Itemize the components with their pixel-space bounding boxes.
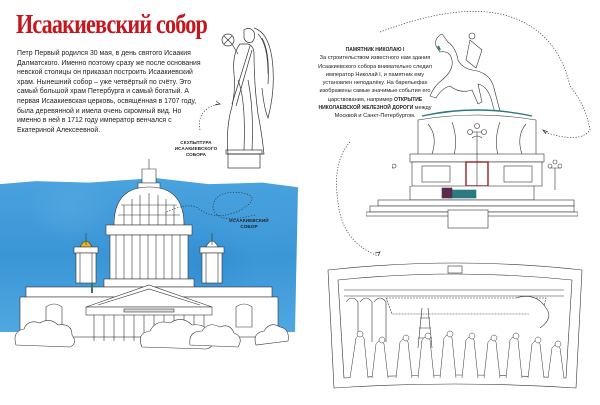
monument-base-illustration: [366, 186, 578, 230]
monument-text-before: За строительством известного нам здания …: [318, 55, 432, 103]
intro-paragraph: Петр Первый родился 30 мая, в день свято…: [17, 50, 201, 134]
caption-cathedral: Исаакиевский собор: [229, 218, 269, 229]
angel-sculpture-illustration: [214, 20, 276, 170]
right-page: Памятник Николаю I За строительством изв…: [300, 0, 600, 405]
railway-bas-relief-illustration: [326, 258, 584, 390]
left-page: Исаакиевский собор Петр Первый родился 3…: [0, 9, 298, 350]
nicholas-monument-text: Памятник Николаю I За строительством изв…: [316, 46, 434, 121]
st-isaacs-cathedral-illustration: [6, 155, 292, 350]
caption-sculpture: Скульптура Исаакиевского собора: [174, 140, 218, 157]
page-title: Исаакиевский собор: [16, 9, 208, 39]
monument-title: Памятник Николаю I: [345, 47, 405, 53]
